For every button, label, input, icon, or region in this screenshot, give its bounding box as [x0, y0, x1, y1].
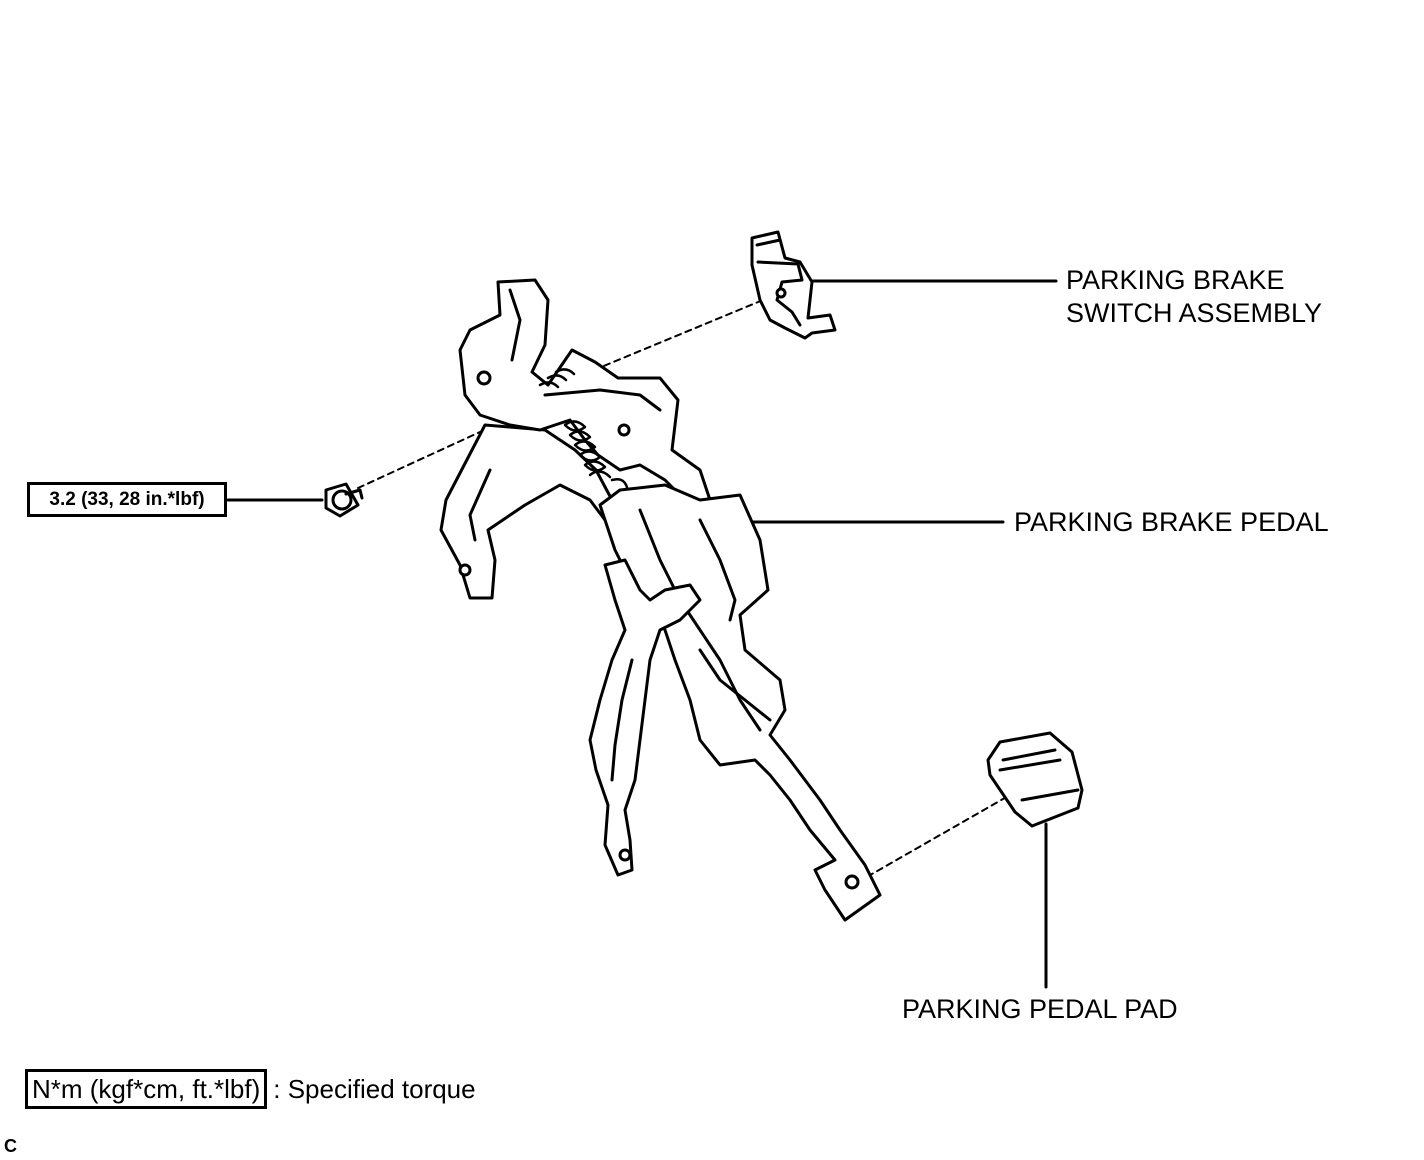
- torque-legend: N*m (kgf*cm, ft.*lbf) : Specified torque: [25, 1068, 476, 1110]
- switch-label-line2: SWITCH ASSEMBLY: [1066, 298, 1323, 328]
- torque-spec-box: 3.2 (33, 28 in.*lbf): [27, 482, 227, 517]
- leader-lines: [226, 279, 1058, 989]
- pedal-pad-icon: [986, 731, 1084, 828]
- pedal-label: PARKING BRAKE PEDAL: [1014, 507, 1329, 537]
- install-dashed-lines: [357, 294, 1011, 883]
- pad-label: PARKING PEDAL PAD: [902, 994, 1178, 1024]
- legend-box: N*m (kgf*cm, ft.*lbf): [25, 1069, 268, 1109]
- legend-description: : Specified torque: [273, 1073, 476, 1104]
- corner-code: C: [4, 1136, 17, 1156]
- bolt-icon: [324, 482, 364, 518]
- brake-switch-icon: [750, 230, 837, 340]
- lower-bracket-arm: [588, 558, 702, 877]
- switch-label-line1: PARKING BRAKE: [1066, 265, 1285, 295]
